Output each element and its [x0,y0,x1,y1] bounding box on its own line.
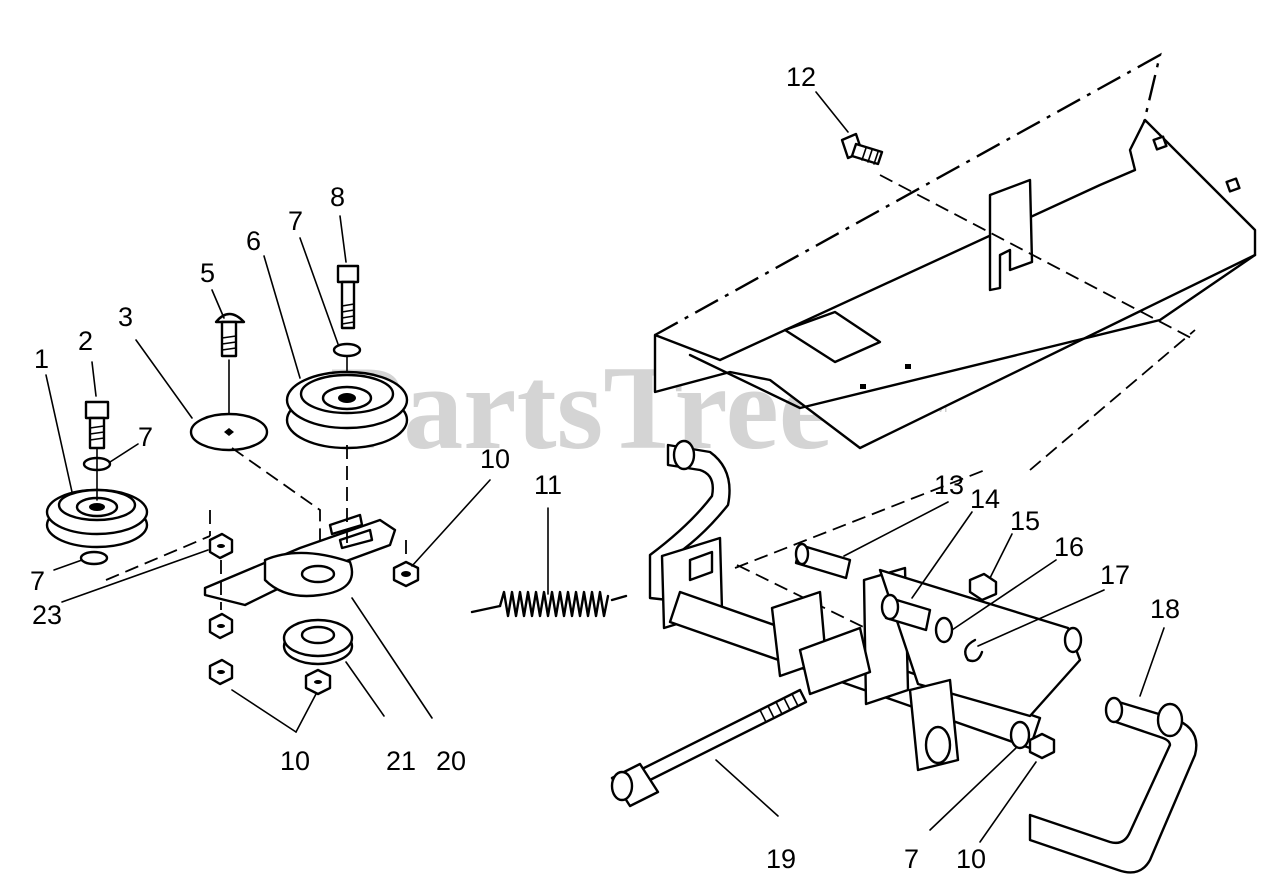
bolt-2 [84,400,110,450]
callout-19: 19 [766,844,796,874]
threaded-rod-19 [610,688,808,808]
callout-12: 12 [786,62,816,92]
callout-6: 6 [246,226,261,256]
bolt-12 [840,132,884,166]
callout-7-c: 7 [30,566,45,596]
callout-1: 1 [34,344,49,374]
callout-3: 3 [118,302,133,332]
deck-shield [653,52,1257,450]
callout-11: 11 [534,470,562,500]
callout-labels: 1 2 3 5 6 7 8 7 7 23 10 11 10 21 20 12 1… [30,62,1180,874]
callout-7-b: 7 [138,422,153,452]
callout-7-d: 7 [904,844,919,874]
callout-15: 15 [1010,506,1040,536]
nut-15 [968,572,998,602]
pin-13 [794,542,852,580]
callout-10-a: 10 [480,444,510,474]
nut-23 [208,532,234,560]
clip-17 [964,638,984,663]
callout-8: 8 [330,182,345,212]
washer-16 [934,616,954,644]
callout-20: 20 [436,746,466,776]
washer-7b [332,342,362,358]
callout-13: 13 [934,470,964,500]
nut-10-d [304,668,332,696]
leader-lines [45,91,1165,843]
bolt-8 [336,264,360,330]
callout-10-b: 10 [280,746,310,776]
callout-18: 18 [1150,594,1180,624]
pedal-handle-18 [1028,696,1198,874]
spring-11 [470,590,628,618]
callout-17: 17 [1100,560,1130,590]
nut-10-e [1028,732,1056,760]
callout-14: 14 [970,484,1000,514]
callout-7-a: 7 [288,206,303,236]
callout-16: 16 [1054,532,1084,562]
idler-pulley-large [285,370,409,450]
nut-10-c [208,658,234,686]
callout-5: 5 [200,258,215,288]
idler-bracket-20 [203,513,397,607]
spacer-21 [282,618,354,666]
lift-lever-shaft [648,439,1083,772]
callout-21: 21 [386,746,416,776]
callout-10-c: 10 [956,844,986,874]
carriage-bolt-5 [214,312,246,358]
washer-7d [1009,720,1031,750]
idler-pulley-small [45,488,149,549]
nut-10-a [392,560,420,588]
bushing-14 [880,593,932,632]
callout-2: 2 [78,326,93,356]
washer-7c [79,550,109,566]
nut-10-b [208,612,234,640]
callout-23: 23 [32,600,62,630]
